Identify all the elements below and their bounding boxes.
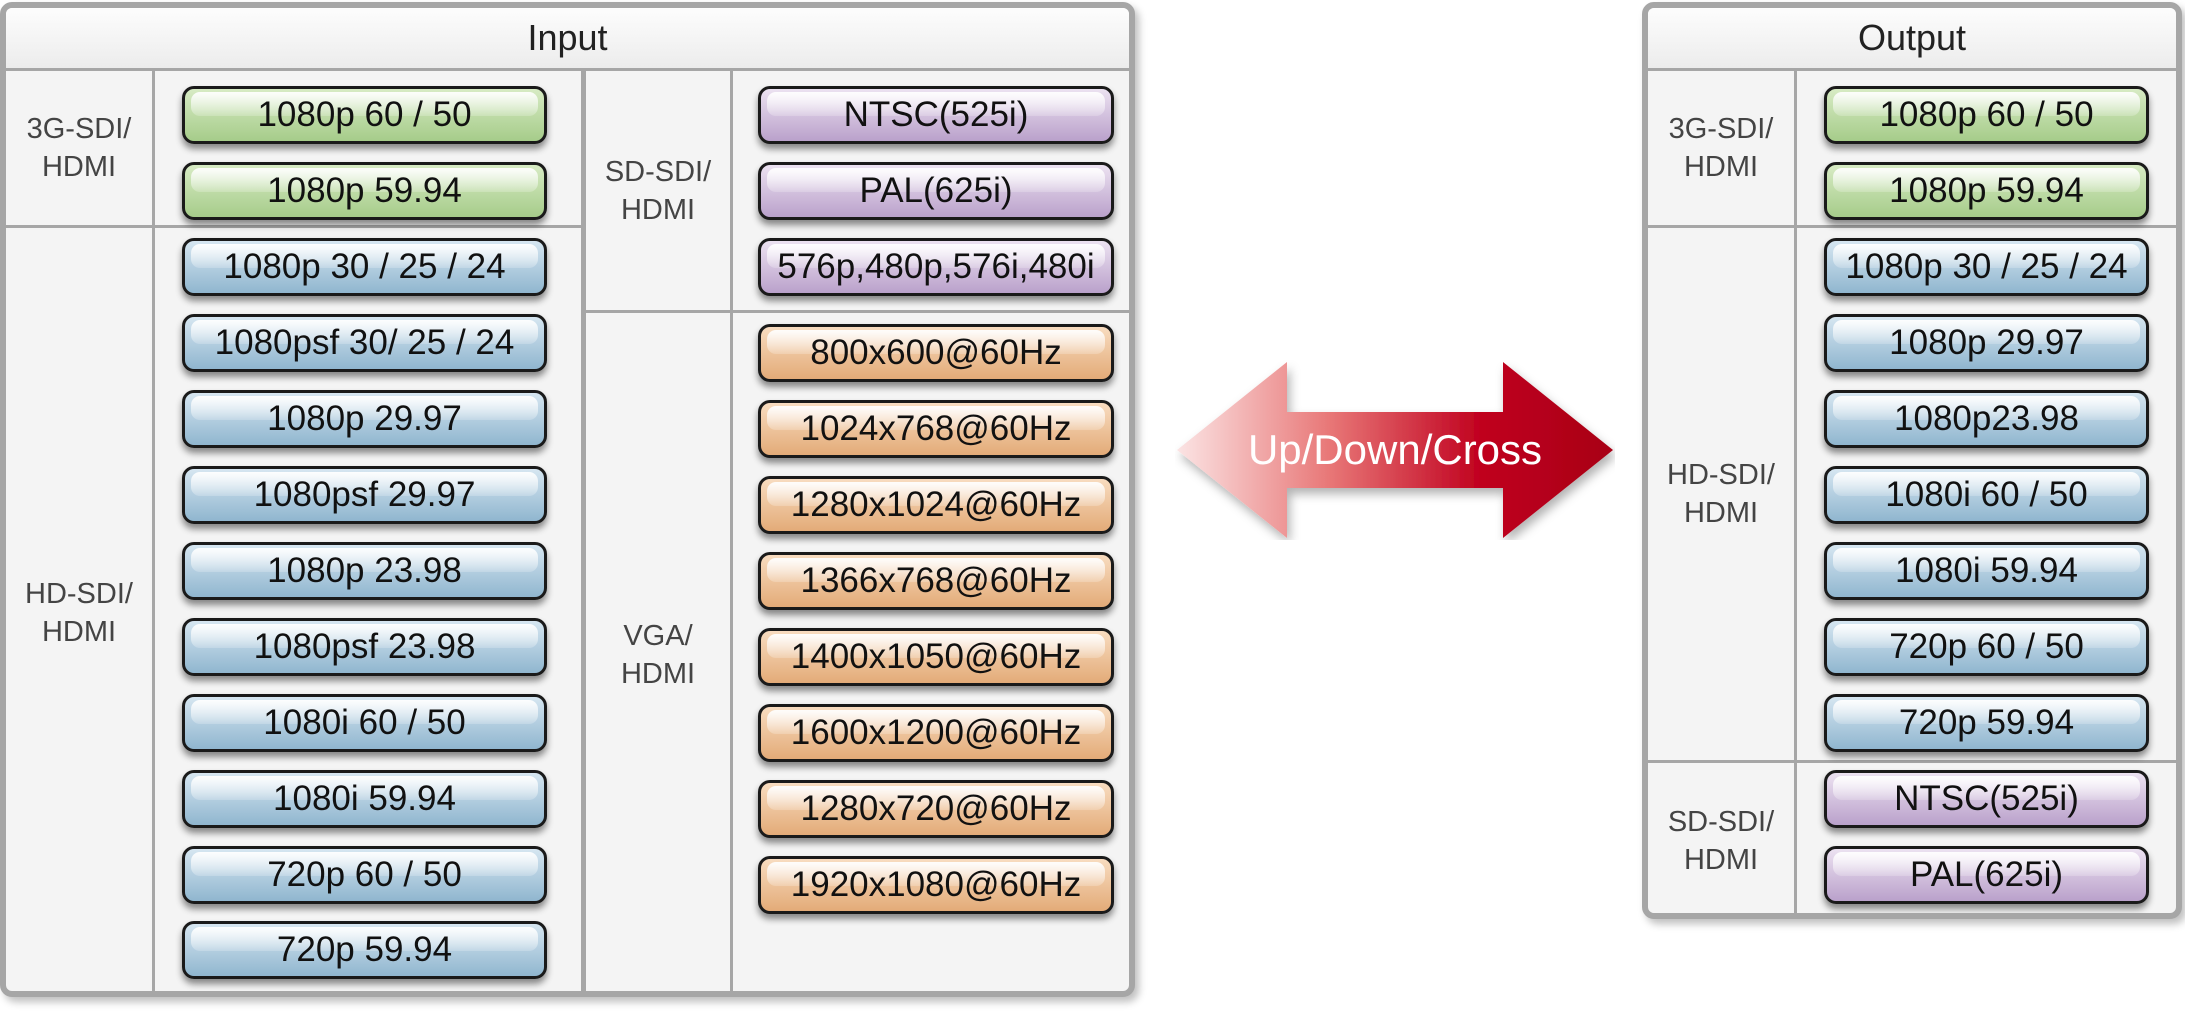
input-divider-3g-hd	[6, 225, 581, 228]
output-format-chip: 1080p 29.97	[1824, 314, 2149, 372]
input-format-chip: 720p 60 / 50	[182, 846, 547, 904]
input-group-label-3g: 3G-SDI/ HDMI	[26, 113, 132, 183]
input-format-chip: 1080p 23.98	[182, 542, 547, 600]
output-divider-3g-hd	[1648, 225, 2176, 228]
input-format-chip: NTSC(525i)	[758, 86, 1114, 144]
input-group-label-sd: SD-SDI/ HDMI	[604, 155, 712, 226]
output-group-label-3g: 3G-SDI/ HDMI	[1668, 113, 1774, 183]
input-format-chip: 1080psf 23.98	[182, 618, 547, 676]
output-format-chip: 1080p 30 / 25 / 24	[1824, 238, 2149, 296]
input-format-chip: 720p 59.94	[182, 921, 547, 979]
output-format-chip: 1080p 60 / 50	[1824, 86, 2149, 144]
input-format-chip: 1366x768@60Hz	[758, 552, 1114, 610]
output-format-chip: 1080p 59.94	[1824, 162, 2149, 220]
input-format-chip: 1080p 60 / 50	[182, 86, 547, 144]
input-format-chip: 1920x1080@60Hz	[758, 856, 1114, 914]
double-arrow-icon	[1177, 362, 1613, 538]
output-group-label-hd: HD-SDI/ HDMI	[1667, 459, 1775, 529]
output-format-chip: 1080p23.98	[1824, 390, 2149, 448]
input-format-chip: PAL(625i)	[758, 162, 1114, 220]
input-format-chip: 1080p 30 / 25 / 24	[182, 238, 547, 296]
output-format-chip: PAL(625i)	[1824, 846, 2149, 904]
input-panel-title: Input	[6, 8, 1129, 71]
output-format-chip: NTSC(525i)	[1824, 770, 2149, 828]
input-format-chip: 1080p 59.94	[182, 162, 547, 220]
input-format-chip: 1080psf 30/ 25 / 24	[182, 314, 547, 372]
input-group-label-vga: VGA/ HDMI	[620, 620, 696, 690]
input-format-chip: 1600x1200@60Hz	[758, 704, 1114, 762]
input-group-label-hd: HD-SDI/ HDMI	[25, 577, 133, 648]
input-format-chip: 1080psf 29.97	[182, 466, 547, 524]
input-panel: Input 3G-SDI/ HDMI HD-SDI/ HDMI SD-SDI/ …	[0, 2, 1135, 997]
input-divider-sd-vga	[586, 310, 1129, 313]
input-divider-left	[152, 71, 155, 991]
conversion-arrow-label: Up/Down/Cross	[1247, 426, 1543, 473]
input-format-chip: 576p,480p,576i,480i	[758, 238, 1114, 296]
input-format-chip: 1024x768@60Hz	[758, 400, 1114, 458]
output-group-label-sd: SD-SDI/ HDMI	[1667, 806, 1775, 876]
input-format-chip: 1280x720@60Hz	[758, 780, 1114, 838]
output-divider-hd-sd	[1648, 760, 2176, 763]
output-format-chip: 1080i 60 / 50	[1824, 466, 2149, 524]
input-format-chip: 800x600@60Hz	[758, 324, 1114, 382]
input-format-chip: 1080i 59.94	[182, 770, 547, 828]
output-format-chip: 720p 59.94	[1824, 694, 2149, 752]
input-format-chip: 1280x1024@60Hz	[758, 476, 1114, 534]
output-panel-title: Output	[1648, 8, 2176, 71]
input-divider-right	[730, 71, 733, 991]
output-panel: Output 3G-SDI/ HDMI HD-SDI/ HDMI SD-SDI/…	[1642, 2, 2182, 919]
input-divider-middle	[581, 71, 586, 991]
output-format-chip: 720p 60 / 50	[1824, 618, 2149, 676]
input-format-chip: 1080i 60 / 50	[182, 694, 547, 752]
conversion-arrow: Up/Down/Cross	[1175, 360, 1615, 540]
input-format-chip: 1400x1050@60Hz	[758, 628, 1114, 686]
output-format-chip: 1080i 59.94	[1824, 542, 2149, 600]
input-format-chip: 1080p 29.97	[182, 390, 547, 448]
output-divider	[1794, 71, 1797, 913]
